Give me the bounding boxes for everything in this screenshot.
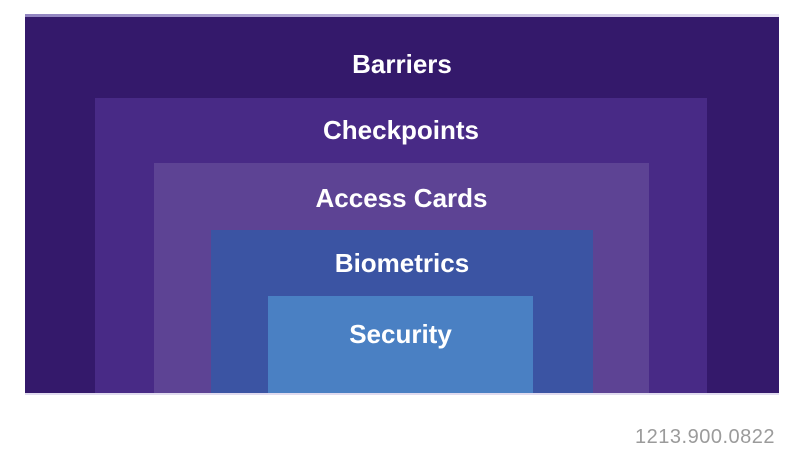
top-edge-sliver <box>25 14 779 17</box>
layer-security-label: Security <box>349 319 452 349</box>
layer-access-cards-label: Access Cards <box>315 183 488 213</box>
bottom-edge-sliver <box>25 393 779 395</box>
layer-security: Security <box>268 296 533 393</box>
layer-biometrics-label: Biometrics <box>334 248 470 278</box>
footer-code: 1213.900.0822 <box>635 426 775 448</box>
layer-checkpoints-label: Checkpoints <box>322 115 480 145</box>
layer-barriers-label: Barriers <box>352 49 452 79</box>
